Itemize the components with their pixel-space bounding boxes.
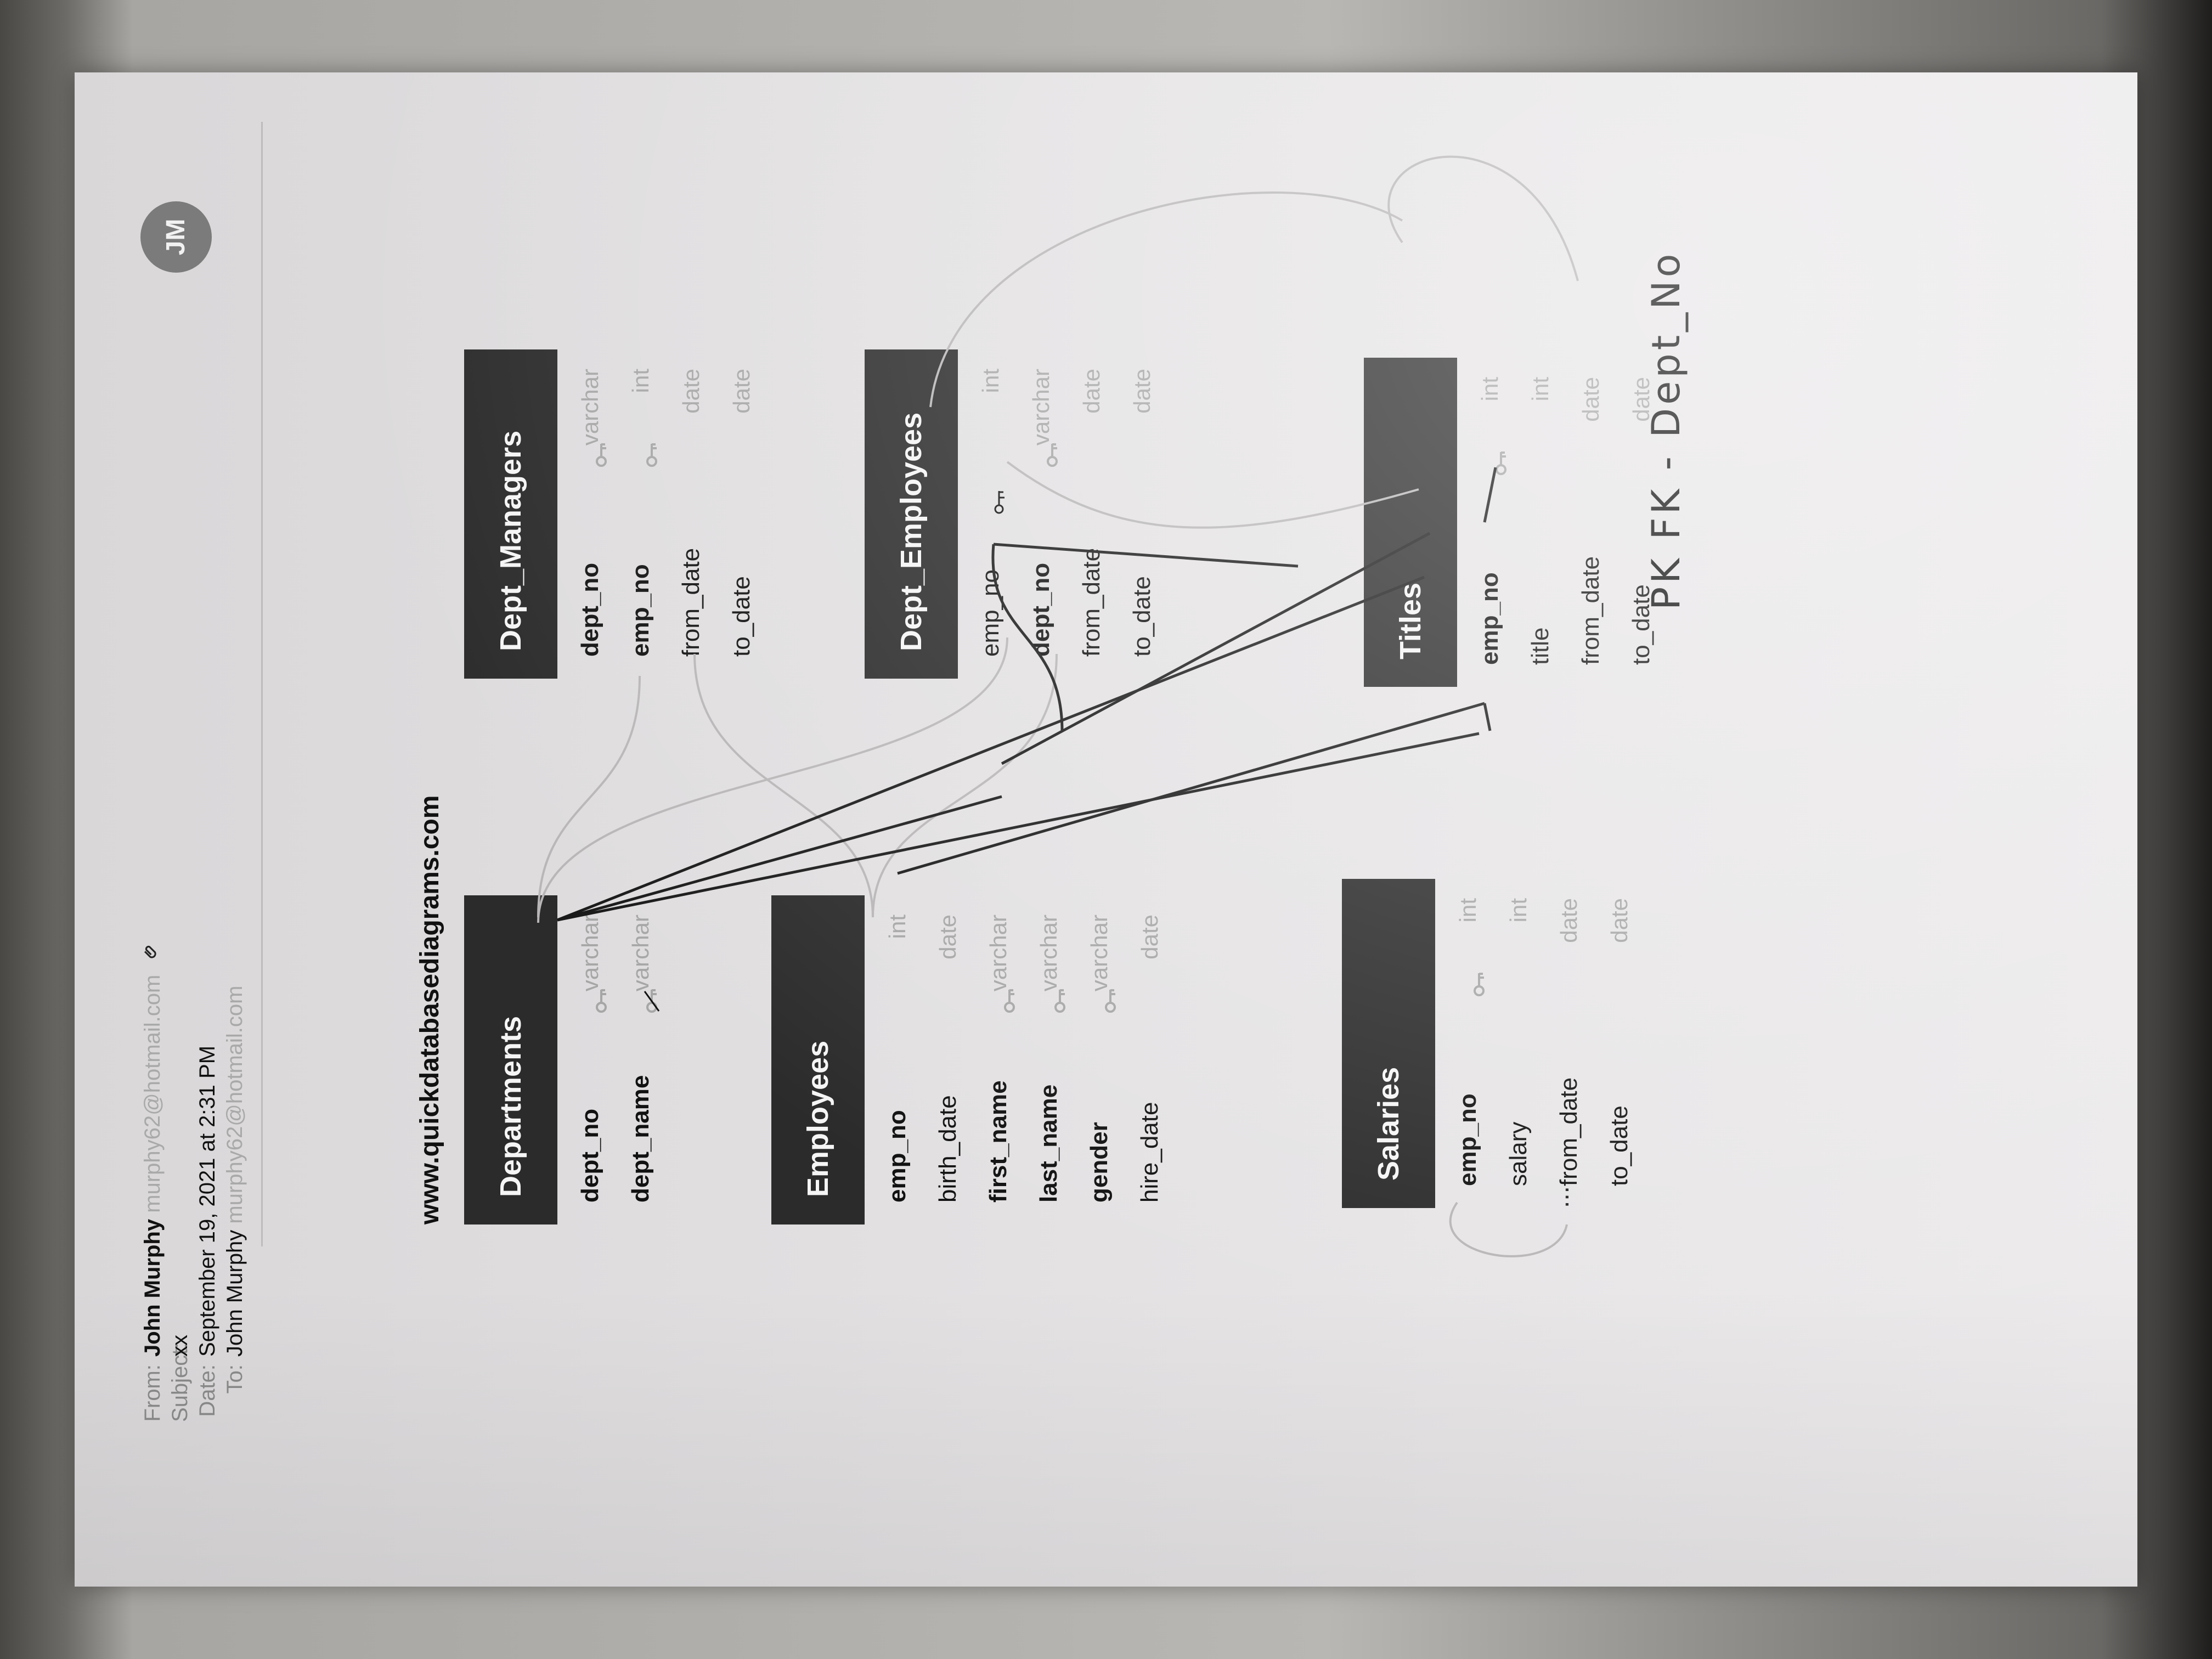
printed-connector [872, 653, 1058, 918]
key-icon [633, 988, 660, 1013]
field-row: dept_no varchar [565, 895, 616, 1224]
key-icon [1091, 988, 1116, 1013]
field-row: emp_no int [1465, 358, 1515, 687]
printed-connector [693, 653, 874, 918]
key-icon [1033, 442, 1058, 467]
table-salaries: Salaries emp_no int salary int from_date… [1342, 879, 1645, 1208]
field-row: dept_no varchar [565, 349, 616, 679]
key-icon [582, 442, 607, 467]
printed-connector [537, 675, 641, 918]
key-icon [1041, 988, 1065, 1013]
key-icon [633, 442, 657, 467]
printed-connector [929, 191, 1403, 408]
printed-connector [1449, 1201, 1568, 1257]
field-row: gender varchar [1074, 895, 1125, 1224]
table-departments: Departments dept_no varchar dept_name va… [464, 895, 666, 1224]
pen-line [897, 702, 1485, 875]
field-row: dept_no varchar [1016, 349, 1066, 679]
printed-connector [1387, 155, 1579, 281]
key-icon [990, 988, 1015, 1013]
field-row: emp_no int [966, 349, 1016, 679]
field-row: emp_no int [1443, 879, 1493, 1208]
field-row: first_name varchar [973, 895, 1024, 1224]
table-titles: Titles emp_no int title int from_date da… [1364, 358, 1667, 687]
table-dept-managers: Dept_Managers dept_no varchar emp_no int… [464, 349, 767, 679]
pen-line [993, 543, 1299, 568]
handwritten-note: PK FK - Dept_No [1644, 250, 1689, 610]
pen-lines [557, 467, 1497, 922]
field-row: last_name varchar [1024, 895, 1074, 1224]
field-row: dept_name varchar [616, 895, 666, 1224]
table-dept-employees: Dept_Employees emp_no int dept_no varcha… [865, 349, 1167, 679]
table-employees: Employees emp_no int birth_date date fir… [771, 895, 1175, 1224]
relationship-lines [537, 155, 1579, 1257]
pen-line [1483, 703, 1492, 731]
key-icon [1482, 450, 1506, 476]
pen-line [557, 795, 1002, 922]
pen-line [557, 575, 1425, 922]
field-row: emp_no int [616, 349, 666, 679]
printed-connectors [537, 155, 1579, 1257]
pen-line [1001, 532, 1431, 765]
paperclip-icon [140, 941, 165, 960]
key-icon [1460, 972, 1485, 997]
key-icon [582, 988, 607, 1013]
paper-sheet: From:John Murphy murphy62@hotmail.com Su… [75, 72, 2137, 1587]
pen-line [991, 544, 1064, 731]
email-from-row: From:John Murphy murphy62@hotmail.com [140, 941, 165, 1422]
printed-connector [1006, 461, 1419, 529]
handwritten-key-icon [981, 489, 1005, 514]
printed-connector [537, 637, 1008, 923]
pen-line [1483, 467, 1497, 523]
pen-line [557, 732, 1480, 922]
